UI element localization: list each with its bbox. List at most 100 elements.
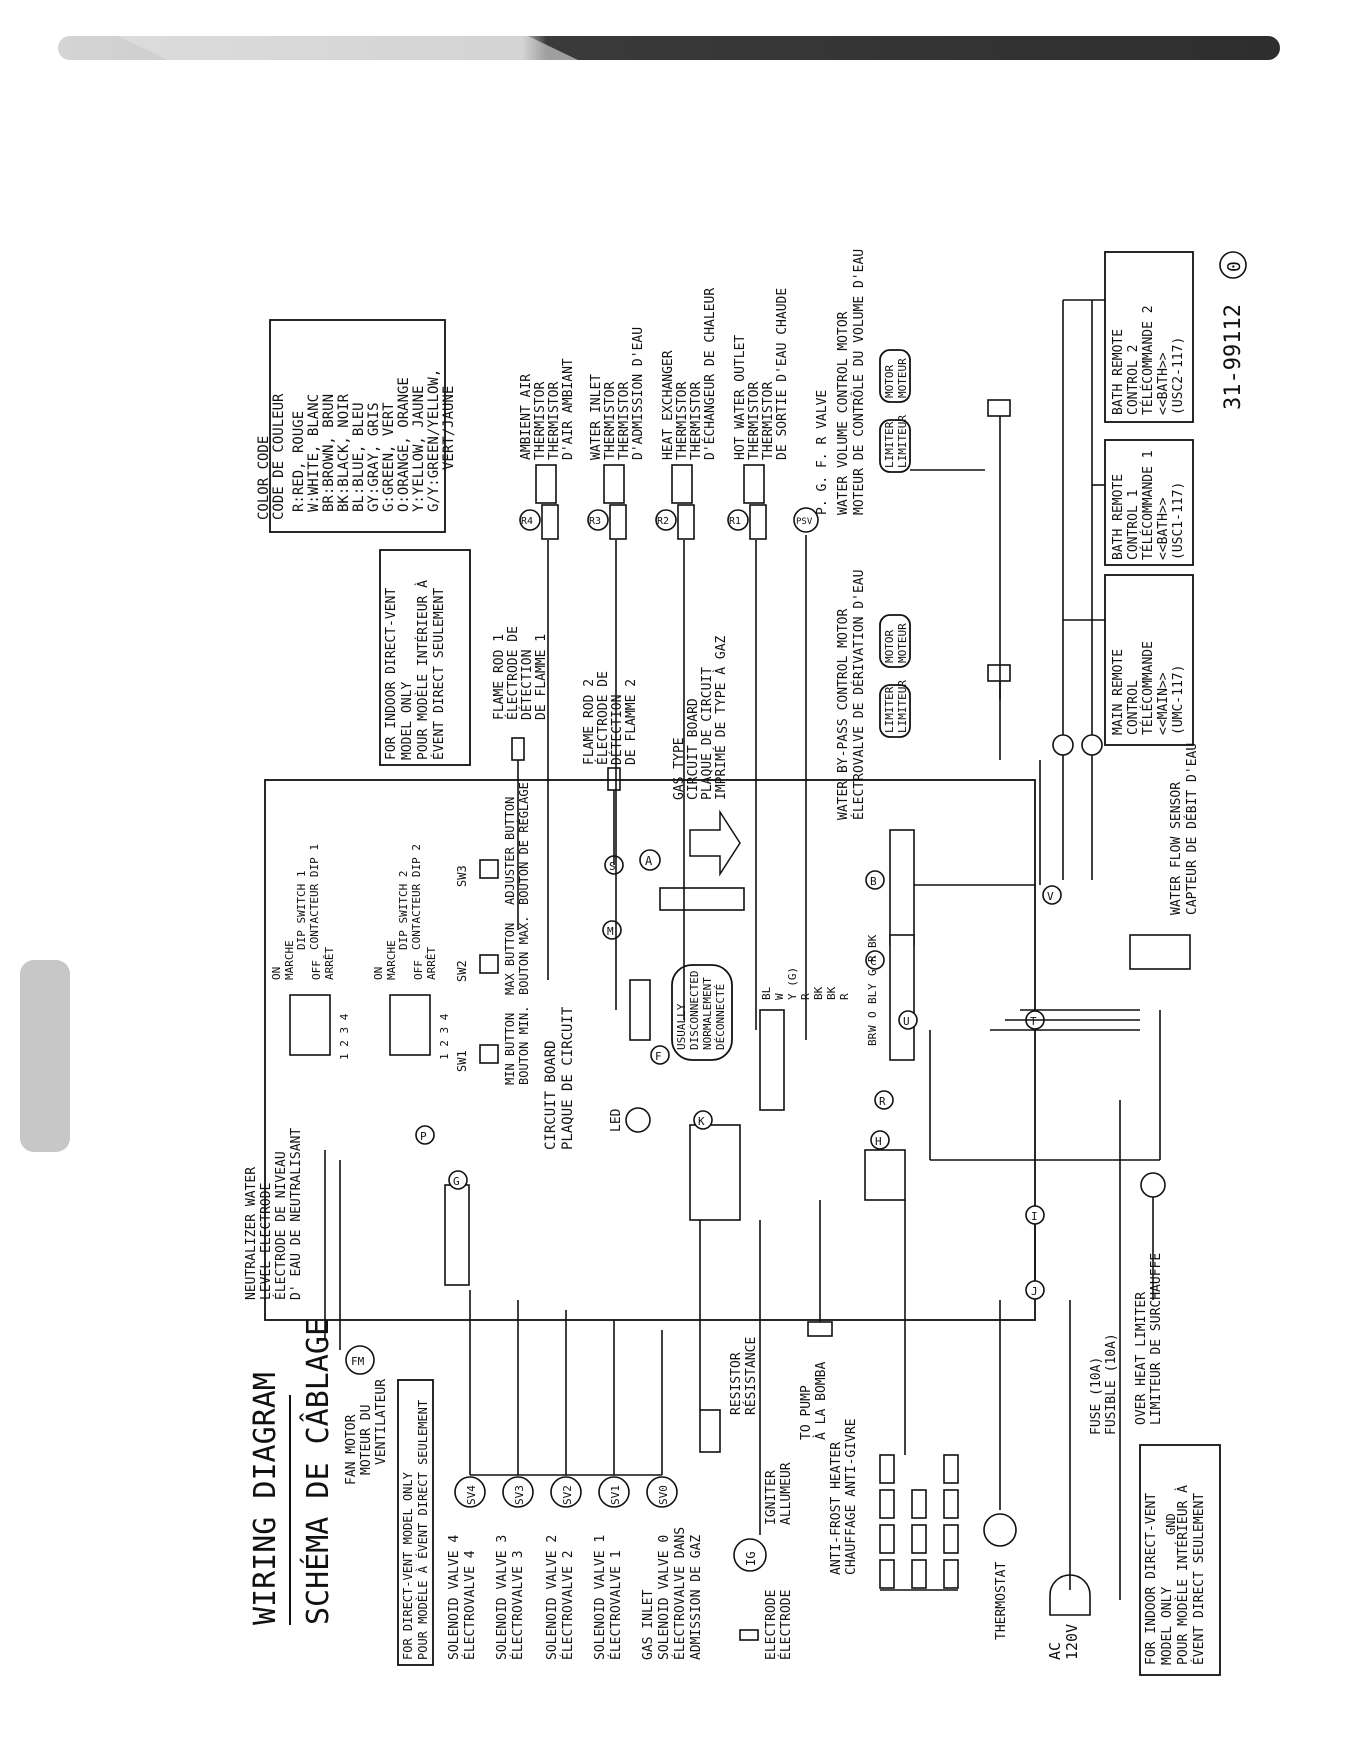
valve-sv0-label: ÉLECTROVALVE DANS (672, 1527, 688, 1660)
valve-sv3-label: ÉLECTROVALVE 3 (510, 1550, 526, 1660)
connector-c-wire: BR (866, 1032, 879, 1046)
adjuster-button[interactable] (479, 859, 499, 879)
sw2-label: SW2 (455, 960, 469, 982)
thermistor-r2-tag (655, 509, 677, 531)
connector-b-block (889, 829, 915, 946)
valve-sv2-tag: SV2 (561, 1485, 574, 1505)
dip-2-label: DIP SWITCH 2 (397, 871, 410, 950)
bath-remote-1-label: <<BATH>> (1156, 497, 1171, 560)
connector-c-wire: BL (866, 990, 879, 1004)
electrode-label: ÉLECTRODE (778, 1590, 794, 1660)
thermistor-r1-label: DE SORTIE D'EAU CHAUDE (775, 288, 790, 460)
thermistor-r1-connector (749, 504, 767, 540)
dip-switch-1[interactable] (289, 994, 331, 1056)
bypass-limiter-label: LIMITEUR (896, 680, 909, 733)
bath-remote-2-box (1104, 251, 1194, 423)
bath-remote-1-box (1104, 439, 1194, 566)
valve-sv2-label: ÉLECTROVALVE 2 (560, 1550, 576, 1660)
flame-rod-2-icon (607, 767, 621, 791)
electrode-icon (739, 1629, 759, 1641)
direct-vent-note-line: POUR MODÈLE À ÉVENT DIRECT SEULEMENT (415, 1400, 430, 1660)
connector-r-wire: Y (G) (786, 967, 799, 1000)
min-button-label: MIN BUTTON (503, 1013, 517, 1085)
min-button[interactable] (479, 1044, 499, 1064)
valve-sv0-icon (646, 1476, 678, 1508)
thermistor-r1-icon (743, 464, 765, 504)
wv-limiter-box (879, 419, 911, 473)
connector-u-tag (898, 1010, 918, 1030)
connector-v-letter: V (1047, 890, 1054, 903)
indoor-note-line: ÉVENT DIRECT SEULEMENT (431, 588, 447, 760)
igniter-label: IGNITER (764, 1470, 779, 1525)
dip-off-label: ARRÊT (323, 947, 336, 980)
wv-motor-box-label: MOTEUR (896, 358, 909, 398)
bath-remote-2-label: TÉLÉCOMMANDE 2 (1140, 305, 1156, 415)
neutralizer-label: LEVEL ELECTRODE (259, 1183, 274, 1300)
connector-r-block (759, 1009, 785, 1111)
indoor-note-bottom-line: MODEL ONLY (1160, 1587, 1175, 1665)
connector-b-tag (865, 870, 885, 890)
valve-sv2-icon (550, 1476, 582, 1508)
indoor-note-line: FOR INDOOR DIRECT-VENT (384, 588, 399, 760)
connector-r-tag (874, 1090, 894, 1110)
main-remote-label: MAIN REMOTE (1111, 649, 1126, 735)
max-button[interactable] (479, 954, 499, 974)
valve-sv3-label: SOLENOID VALVE 3 (495, 1535, 510, 1660)
thermistor-r1-label: THERMISTOR (761, 382, 776, 460)
color-entry: G:GREEN, VERT (381, 402, 397, 512)
adjuster-button-label-fr: BOUTON DE RÉGLAGE (516, 782, 531, 905)
bypass-motor-label: ÉLECTROVALVE DE DÉRIVATION D'EAU (851, 570, 867, 820)
resistor-icon (699, 1409, 721, 1453)
thermistors: R4 AMBIENT AIR THERMISTOR THERMISTOR D'A… (519, 288, 790, 540)
anti-frost-label: ANTI-FROST HEATER (829, 1442, 844, 1575)
thermistor-r3-tag (587, 509, 609, 531)
connector-r-wire: BK (812, 986, 825, 1000)
color-entry: BR:BROWN, BRUN (321, 394, 337, 512)
sw1-label: SW1 (455, 1050, 469, 1072)
valve-sv3-tag: SV3 (513, 1485, 526, 1505)
connector-c-wire: BK (866, 934, 879, 948)
thermistor-r1-tag-label: R1 (729, 516, 741, 527)
valve-sv4-tag: SV4 (465, 1485, 478, 1505)
wv-limiter-label: LIMITEUR (896, 415, 909, 468)
valve-sv0-label: ADMISSION DE GAZ (689, 1535, 704, 1660)
led-indicator (625, 1107, 651, 1133)
diagram-title: WIRING DIAGRAM (248, 1372, 283, 1625)
bath-remote-1-label: TÉLÉCOMMANDE 1 (1140, 450, 1156, 560)
connector-p-letter: P (420, 1130, 427, 1143)
thermistor-r4-label: D'AIR AMBIANT (561, 358, 576, 460)
thermistor-r1-tag (727, 509, 749, 531)
flame-rod-1-label: ÉLECTRODE DE (505, 626, 521, 720)
gas-type-board-label: CIRCUIT BOARD (686, 698, 701, 800)
fan-motor-label: FAN MOTOR (344, 1414, 359, 1485)
indoor-note-box (379, 549, 471, 766)
connector-j-letter: J (1031, 1285, 1038, 1298)
valve-sv4-label: ÉLECTROVALVE 4 (462, 1550, 478, 1660)
dip-off-label: OFF (412, 960, 425, 980)
thermistor-r2-connector (677, 504, 695, 540)
flame-rod-2-label: ÉLECTRODE DE (595, 671, 611, 765)
flame-rod-1-label: DÉTECTION (519, 650, 535, 720)
flame-rod-1-label: FLAME ROD 1 (492, 634, 507, 720)
indoor-note-bottom-line: POUR MODÈLE INTÉRIEUR À (1175, 1485, 1191, 1665)
connector-a-letter: A (645, 854, 653, 868)
water-flow-sensor-label: CAPTEUR DE DÉBIT D'EAU (1184, 743, 1200, 915)
wv-motor-label: MOTEUR DE CONTRÔLE DU VOLUME D'EAU (851, 249, 867, 515)
valve-sv4-icon (454, 1476, 486, 1508)
bath-remote-1-label: BATH REMOTE (1111, 474, 1126, 560)
fan-motor-tag: FM (351, 1355, 365, 1368)
igniter-tag: IG (744, 1552, 758, 1566)
connector-s-letter: T (1030, 1015, 1037, 1028)
thermistor-r3-label: D'ADMISSION D'EAU (631, 327, 646, 460)
thermistor-r1-label: HOT WATER OUTLET (733, 335, 748, 460)
pgfr-valve-tag: PSV (796, 517, 813, 527)
heater-element (943, 1559, 959, 1589)
usually-disconnected-label: DÉCONNECTÉ (714, 984, 727, 1050)
connector-r-letter: R (879, 1095, 886, 1108)
water-flow-sensor-label: WATER FLOW SENSOR (1169, 782, 1184, 915)
bypass-motor-box (879, 614, 911, 668)
main-remote-label: TÉLÉCOMMANDE (1140, 641, 1156, 735)
connector-g-tag (448, 1170, 468, 1190)
bypass-motor-box-label: MOTOR (883, 630, 896, 663)
dip-switch-2[interactable] (389, 994, 431, 1056)
